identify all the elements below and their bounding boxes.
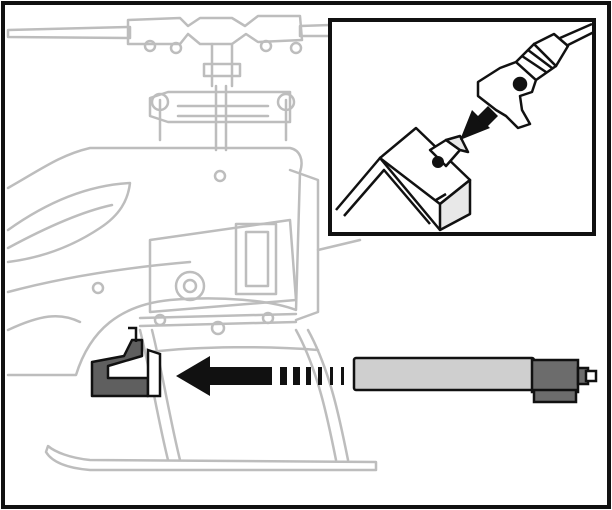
connector-socket-collar	[444, 134, 470, 154]
main-shaft	[214, 84, 228, 152]
cable-plug-icon	[476, 22, 595, 130]
hub-bolt-3	[259, 39, 273, 53]
insert-arrow-head	[176, 356, 210, 396]
canopy-window	[6, 181, 132, 264]
plug-arrow-head	[460, 110, 490, 140]
bracket-rim	[128, 326, 138, 342]
insert-arrow-dash-2	[293, 367, 300, 385]
canopy-lower-edge	[6, 315, 82, 332]
insert-arrow-dash-6	[341, 367, 344, 385]
skid-strut-rear	[294, 328, 350, 462]
helicopter-outline-icon	[6, 14, 378, 472]
swash-links	[158, 98, 288, 142]
hub-bolt-4	[289, 41, 303, 55]
plug-pin-dot	[512, 76, 528, 92]
plug-grip-lines	[521, 49, 553, 74]
landing-skid	[44, 444, 378, 472]
plug-cable	[559, 22, 595, 48]
rotor-blade-left	[6, 25, 132, 40]
canopy-mount-top	[213, 169, 227, 183]
connector-body-line-1	[335, 156, 441, 231]
canopy-window-inner	[6, 203, 114, 250]
side-frame	[148, 218, 298, 314]
connector-housing-front	[438, 178, 472, 232]
hub-bolt-1	[143, 39, 157, 53]
frame-screw-2	[210, 320, 226, 336]
connector-detail-inset	[328, 18, 596, 236]
battery-end-cap	[530, 358, 580, 394]
insert-arrow-shaft	[208, 367, 272, 385]
servo-2	[244, 230, 270, 288]
canopy	[6, 146, 303, 377]
connector-pin-dot	[432, 156, 444, 168]
insert-arrow-dash-1	[280, 367, 287, 385]
insert-arrow-dash-5	[330, 367, 333, 385]
battery-tab	[532, 388, 578, 404]
servo-1	[234, 222, 278, 296]
link-ball-right	[276, 92, 296, 112]
bracket-strut	[146, 348, 162, 398]
plug-arrow-shaft	[476, 106, 498, 128]
insert-arrow-dash-4	[318, 367, 322, 385]
frame-tail-boom	[316, 238, 362, 252]
connector-body-line-2	[343, 168, 431, 225]
hub-bolt-2	[169, 41, 183, 55]
frame-rear-panel	[288, 168, 320, 322]
battery-plug-tip	[584, 369, 598, 383]
canopy-mount-front	[91, 281, 105, 295]
skid-crossbar	[148, 345, 320, 354]
frame-screw-1	[153, 313, 167, 327]
battery-pack-icon	[352, 356, 598, 404]
link-ball-left	[150, 92, 170, 112]
canopy-seam	[6, 260, 192, 294]
battery-connector-icon	[335, 126, 472, 232]
rotor-hub	[126, 14, 304, 46]
mast-collar	[202, 62, 242, 78]
frame-screw-3	[261, 311, 275, 325]
pinion-gear	[182, 278, 198, 294]
main-gear	[174, 270, 206, 302]
insert-arrow-icon	[176, 356, 344, 396]
insert-arrow-dash-3	[306, 367, 311, 385]
connector-seam	[435, 192, 447, 202]
swashplate	[148, 90, 292, 124]
battery-body	[352, 356, 536, 392]
